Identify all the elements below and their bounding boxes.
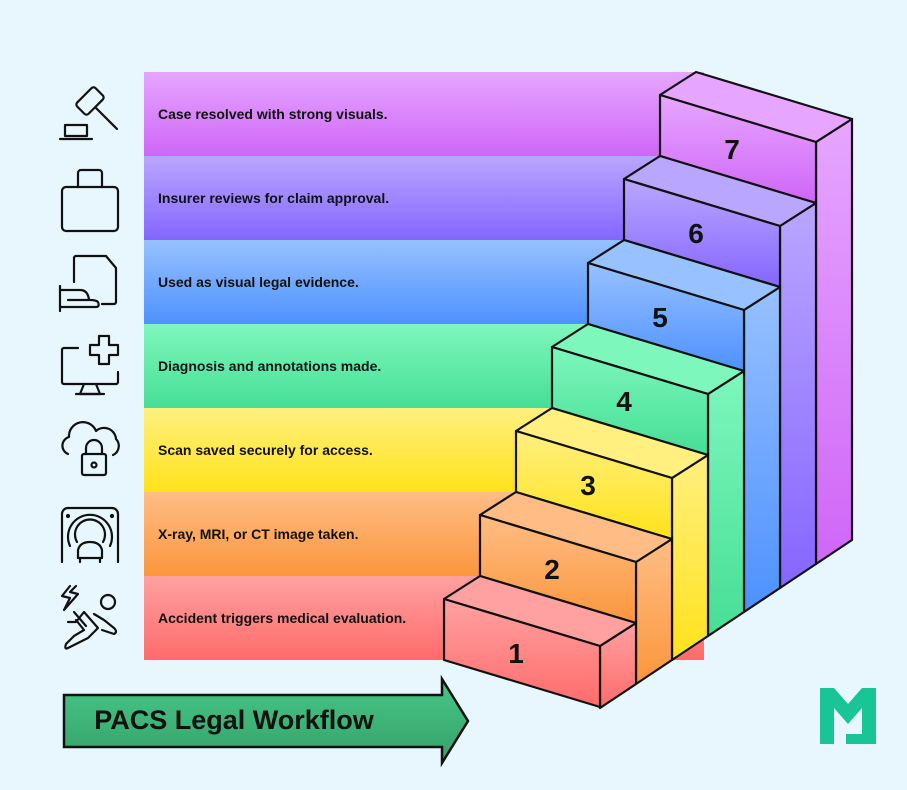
step-6-side-face	[778, 201, 818, 590]
step-5-number: 5	[652, 302, 668, 333]
logo-shape	[820, 688, 876, 744]
stair-step-2: 2	[478, 490, 674, 686]
stair-step-3: 3	[514, 406, 710, 662]
step-1-number: 1	[508, 638, 524, 669]
step-4-number: 4	[616, 386, 632, 417]
band-step-6: Insurer reviews for claim approval.	[144, 156, 704, 240]
workflow-title: PACS Legal Workflow	[94, 705, 374, 735]
hand-document-icon	[54, 246, 126, 318]
step-4-side-face	[706, 369, 746, 638]
step-2-side-face	[634, 537, 674, 686]
step-5-label: Used as visual legal evidence.	[158, 274, 359, 290]
step-3-side-face	[670, 453, 710, 662]
stair-step-7: 7	[658, 70, 854, 566]
briefcase-icon	[54, 162, 126, 234]
step-7-number: 7	[724, 134, 740, 165]
step-2-label: X-ray, MRI, or CT image taken.	[158, 526, 359, 542]
cloud-lock-icon	[54, 414, 126, 486]
step-1-front-face	[442, 597, 602, 709]
stair-step-5: 5	[586, 238, 782, 614]
mri-scanner-icon	[54, 498, 126, 570]
step-5-side-face	[742, 285, 782, 614]
falling-person-icon	[54, 582, 126, 654]
monitor-medical-cross-icon	[54, 330, 126, 402]
step-7-label: Case resolved with strong visuals.	[158, 106, 388, 122]
gavel-icon	[54, 78, 126, 150]
band-step-7: Case resolved with strong visuals.	[144, 72, 704, 156]
step-4-label: Diagnosis and annotations made.	[158, 358, 382, 374]
step-3-label: Scan saved securely for access.	[158, 442, 373, 458]
banner-arrow-shape	[62, 675, 470, 767]
step-6-label: Insurer reviews for claim approval.	[158, 190, 390, 206]
step-3-number: 3	[580, 470, 596, 501]
step-2-number: 2	[544, 554, 560, 585]
m-logo-icon	[820, 688, 876, 744]
step-1-label: Accident triggers medical evaluation.	[158, 610, 407, 626]
stair-step-4: 4	[550, 322, 746, 638]
step-7-side-face	[814, 117, 854, 566]
step-6-number: 6	[688, 218, 704, 249]
title-arrow-banner	[62, 675, 470, 767]
stair-step-1: 1	[442, 574, 638, 710]
